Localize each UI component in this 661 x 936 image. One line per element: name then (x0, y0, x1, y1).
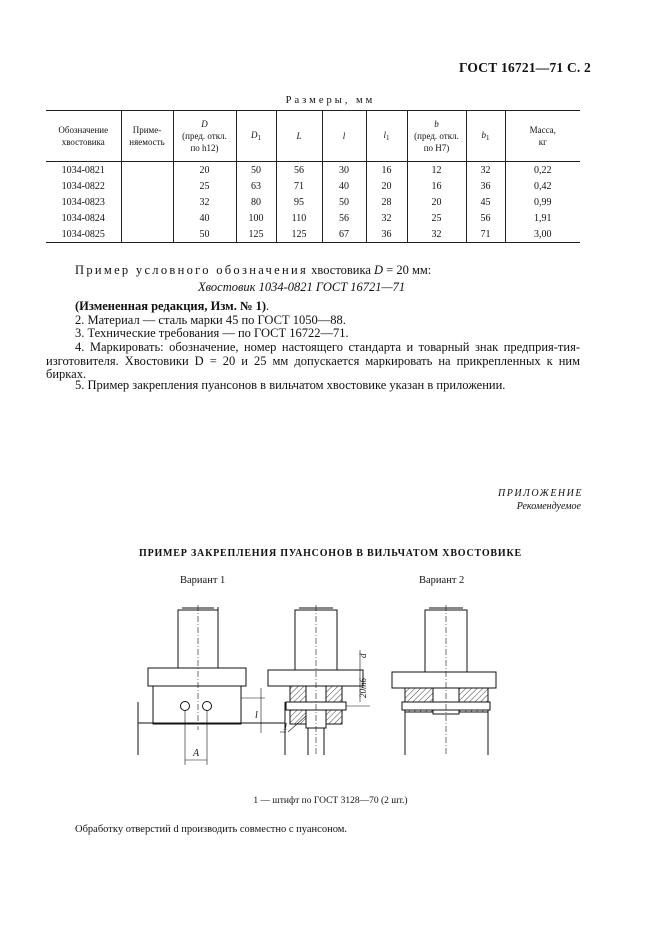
punch-fixing-drawing: l A 1 20m6 d (137, 605, 497, 765)
dimension-A-label: A (192, 748, 200, 759)
table-cell: 1,91 (504, 210, 580, 226)
designation-example-intro: Пример условного обозначения хвостовика … (75, 263, 432, 277)
table-cell: 67 (321, 226, 366, 243)
appendix-title: ПРИЛОЖЕНИЕ (498, 488, 583, 499)
table-cell: 40 (321, 178, 366, 194)
col-header-b1: b1 (465, 110, 505, 162)
table-cell: 0,99 (504, 194, 580, 210)
table-cell: 28 (365, 194, 407, 210)
table-cell: 50 (235, 161, 276, 178)
table-cell: 63 (235, 178, 276, 194)
table-cell: 30 (321, 161, 366, 178)
table-cell (120, 161, 173, 178)
col-header-l: l (321, 110, 366, 162)
table-cell: 25 (406, 210, 466, 226)
table-cell: 71 (465, 226, 505, 243)
table-cell: 50 (172, 226, 236, 243)
hole-d-label: d (358, 653, 368, 658)
note-requirements: 3. Технические требования — по ГОСТ 1672… (75, 326, 349, 340)
table-cell: 71 (275, 178, 322, 194)
col-header-mass: Масса,кг (504, 110, 580, 162)
table-cell: 12 (406, 161, 466, 178)
pin-hole-icon (202, 701, 212, 711)
page-header: ГОСТ 16721—71 С. 2 (458, 60, 591, 75)
table-cell: 16 (365, 161, 407, 178)
table-cell: 3,00 (504, 226, 580, 243)
col-header-b: b(пред. откл.по H7) (406, 110, 466, 162)
flange (391, 671, 497, 689)
pin-note: 1 — штифт по ГОСТ 3128—70 (2 шт.) (253, 796, 408, 806)
note-marking: 4. Маркировать: обозначение, номер насто… (46, 340, 580, 381)
col-header-applicability: Приме-няемость (120, 110, 173, 162)
variant-2-label: Вариант 2 (419, 575, 465, 586)
table-cell: 0,42 (504, 178, 580, 194)
flange (147, 667, 247, 687)
table-cell: 1034-0824 (61, 212, 105, 224)
note-material: 2. Материал — сталь марки 45 по ГОСТ 105… (75, 313, 346, 327)
punch-body (152, 685, 242, 725)
flange (267, 669, 364, 687)
table-cell: 36 (365, 226, 407, 243)
table-cell: 20 (365, 178, 407, 194)
table-cell: 20 (172, 161, 236, 178)
table-cell (120, 210, 173, 226)
table-cell: 56 (275, 161, 322, 178)
table-cell: 125 (275, 226, 322, 243)
figure-title: ПРИМЕР ЗАКРЕПЛЕНИЯ ПУАНСОНОВ В ВИЛЬЧАТОМ… (138, 548, 523, 559)
table-cell: 40 (172, 210, 236, 226)
table-cell: 95 (275, 194, 322, 210)
col-header-l1: l1 (365, 110, 407, 162)
table-cell: 32 (406, 226, 466, 243)
table-cell: 16 (406, 178, 466, 194)
appendix-subtitle: Рекомендуемое (516, 501, 581, 512)
table-cell: 56 (465, 210, 505, 226)
table-cell: 1034-0821 (61, 164, 105, 176)
variant-2a-section (267, 605, 370, 755)
table-cell: 1034-0825 (46, 226, 121, 243)
table-cell (120, 226, 173, 243)
table-cell: 32 (172, 194, 236, 210)
table-cell: 125 (235, 226, 276, 243)
table-cell: 36 (465, 178, 505, 194)
revision-note: (Измененная редакция, Изм. № 1). (75, 299, 270, 313)
table-cell (120, 178, 173, 194)
table-cell: 20 (406, 194, 466, 210)
table-cell: 100 (235, 210, 276, 226)
table-cell: 0,22 (504, 161, 580, 178)
note-fixing: 5. Пример закрепления пуансонов в вильча… (75, 378, 506, 392)
table-cell: 1034-0822 (61, 180, 105, 192)
table-cell: 56 (321, 210, 366, 226)
callout-1-label: 1 (283, 722, 288, 733)
variant-2b-section (391, 605, 497, 755)
dimension-l-label: l (255, 710, 258, 721)
pin-hole-icon (180, 701, 190, 711)
col-header-D: D(пред. откл.по h12) (172, 110, 236, 162)
table-cell: 25 (172, 178, 236, 194)
col-header-L: L (275, 110, 322, 162)
table-caption: Размеры, мм (285, 95, 376, 106)
variant-1-view (137, 605, 286, 765)
table-cell: 50 (321, 194, 366, 210)
table-cell: 32 (365, 210, 407, 226)
table-cell: 80 (235, 194, 276, 210)
variant-1-label: Вариант 1 (180, 575, 226, 586)
processing-note: Обработку отверстий d производить совмес… (75, 824, 348, 835)
table-cell (120, 194, 173, 210)
designation-example: Хвостовик 1034-0821 ГОСТ 16721—71 (198, 280, 406, 294)
table-cell: 32 (465, 161, 505, 178)
table-cell: 45 (465, 194, 505, 210)
table-cell: 1034-0823 (61, 196, 105, 208)
col-header-D1: D1 (235, 110, 276, 162)
fit-label: 20m6 (358, 678, 368, 698)
table-cell: 110 (275, 210, 322, 226)
